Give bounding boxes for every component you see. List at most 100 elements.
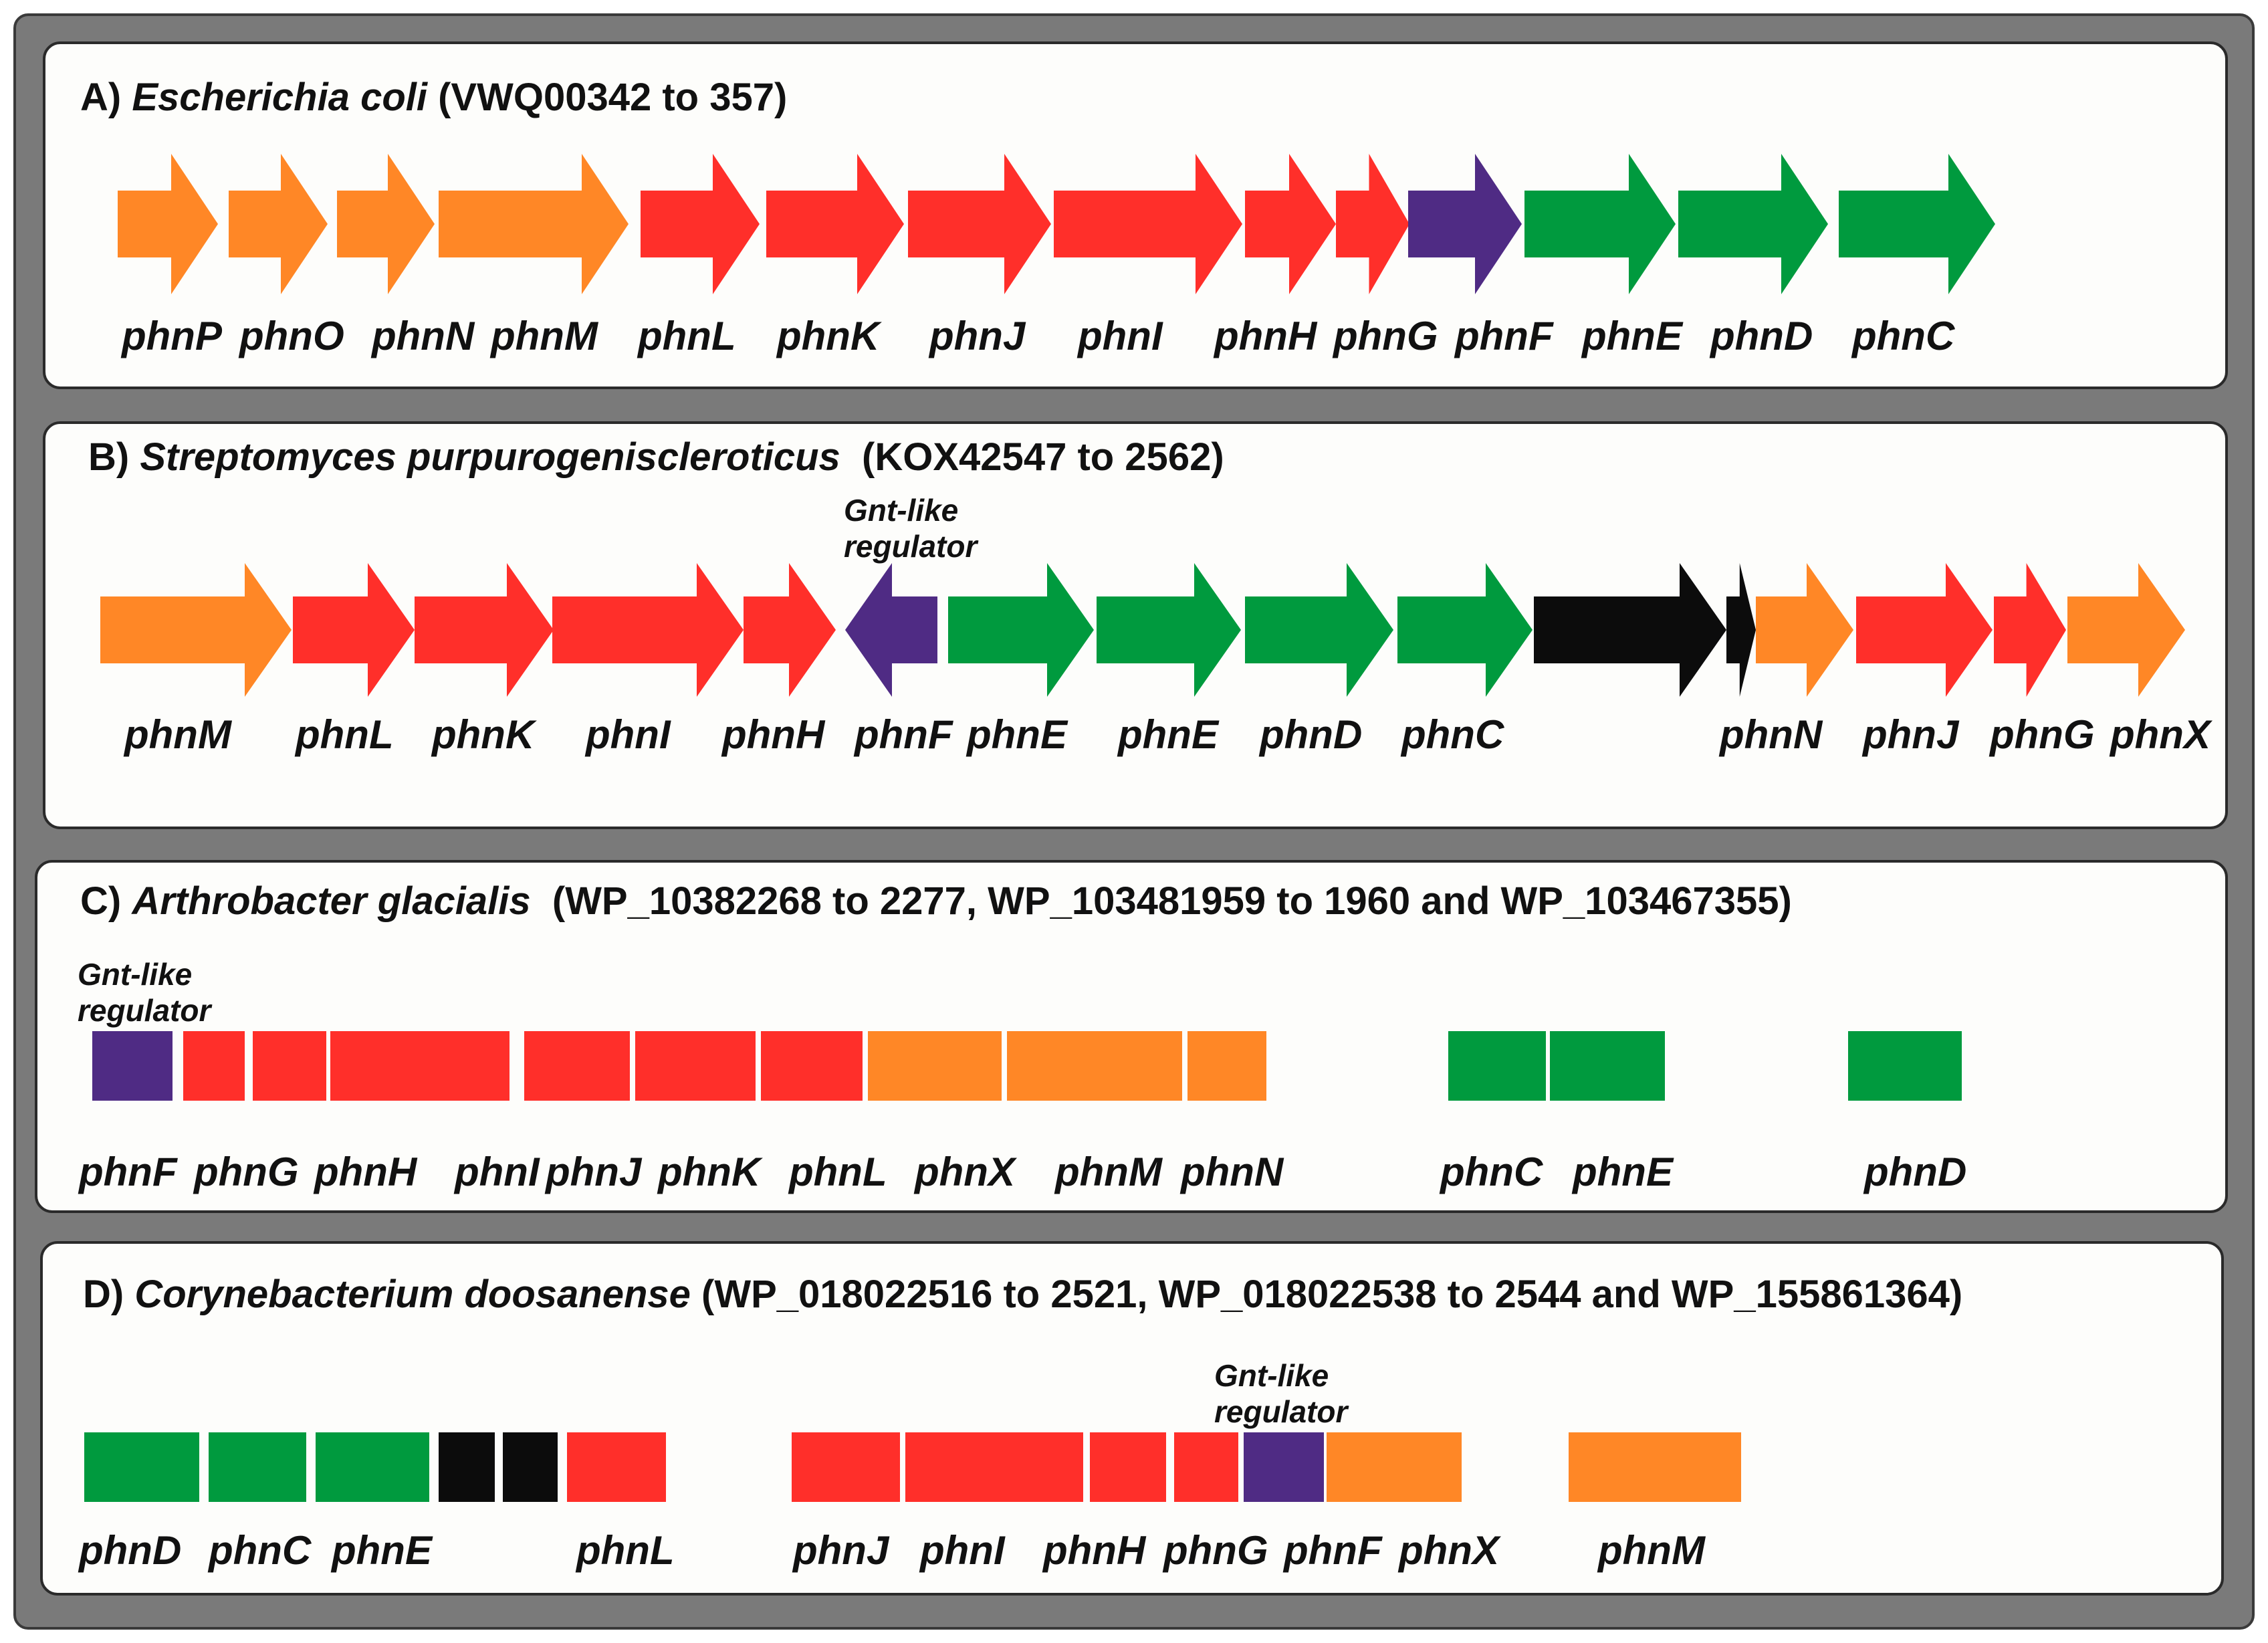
gene-label-d-phng: phnG <box>1163 1528 1268 1573</box>
regulator-note-line: regulator <box>78 993 211 1028</box>
gene-d-unknown-3 <box>439 1432 495 1502</box>
gene-a-phnc-13 <box>1839 154 1995 294</box>
gene-c-phnf-0 <box>92 1031 173 1101</box>
gene-b-phnd-8 <box>1245 563 1393 697</box>
panel-c-organism: Arthrobacter glacialis <box>132 879 531 923</box>
gene-b-phnm-0 <box>100 563 292 697</box>
gene-label-a-phnn: phnN <box>372 314 475 358</box>
panel-c-title: C) Arthrobacter glacialis (WP_10382268 t… <box>80 879 1792 923</box>
gene-d-phnf-10 <box>1244 1432 1324 1502</box>
gene-label-c-phnf: phnF <box>79 1149 177 1194</box>
gene-label-a-phnd: phnD <box>1710 314 1813 358</box>
gene-label-a-phnl: phnL <box>638 314 736 358</box>
gene-b-phnk-2 <box>415 563 554 697</box>
gene-label-c-phnn: phnN <box>1181 1149 1284 1194</box>
regulator-note-line: Gnt-like <box>844 493 959 528</box>
gene-c-phnm-8 <box>1007 1031 1182 1101</box>
gene-a-phno-1 <box>229 154 328 294</box>
gene-label-d-phnl: phnL <box>576 1528 675 1573</box>
gene-b-phnn-12 <box>1756 563 1853 697</box>
gene-label-b-phnd: phnD <box>1260 712 1363 757</box>
panel-c-accession: (WP_10382268 to 2277, WP_103481959 to 19… <box>552 879 1792 923</box>
gene-c-phnk-5 <box>635 1031 756 1101</box>
gene-b-phnh-4 <box>744 563 836 697</box>
gene-a-phnm-3 <box>439 154 629 294</box>
gene-label-d-phnc: phnC <box>209 1528 312 1573</box>
gene-label-a-phnk: phnK <box>777 314 880 358</box>
gene-c-phnh-2 <box>253 1031 326 1101</box>
gene-d-phnx-11 <box>1327 1432 1462 1502</box>
gene-label-a-phnp: phnP <box>122 314 222 358</box>
gene-d-phni-7 <box>905 1432 1083 1502</box>
gene-label-d-phne: phnE <box>332 1528 432 1573</box>
gene-label-c-phnc: phnC <box>1440 1149 1543 1194</box>
gene-label-a-phng: phnG <box>1333 314 1438 358</box>
gene-a-phnn-2 <box>337 154 435 294</box>
gene-label-c-phne: phnE <box>1573 1149 1673 1194</box>
gene-label-c-phnh: phnH <box>314 1149 417 1194</box>
gene-label-a-phnm: phnM <box>491 314 598 358</box>
gene-label-b-phnc: phnC <box>1401 712 1504 757</box>
gene-label-d-phnd: phnD <box>79 1528 182 1573</box>
gene-label-d-phnf: phnF <box>1284 1528 1382 1573</box>
gene-a-phnj-6 <box>908 154 1051 294</box>
gene-a-phnh-8 <box>1245 154 1336 294</box>
gene-c-phnc-10 <box>1448 1031 1546 1101</box>
gene-c-phne-11 <box>1550 1031 1665 1101</box>
gene-c-phnx-7 <box>868 1031 1002 1101</box>
gene-label-c-phnm: phnM <box>1055 1149 1162 1194</box>
gene-label-b-phnn: phnN <box>1720 712 1823 757</box>
gene-d-phnm-12 <box>1569 1432 1741 1502</box>
panel-d: D) Corynebacterium doosanense (WP_018022… <box>40 1241 2224 1596</box>
gene-label-d-phnm: phnM <box>1598 1528 1705 1573</box>
gene-label-b-phne: phnE <box>1118 712 1218 757</box>
panel-d-accession: (WP_018022516 to 2521, WP_018022538 to 2… <box>701 1273 1963 1316</box>
gene-d-phnj-6 <box>792 1432 900 1502</box>
gene-label-b-phng: phnG <box>1990 712 2095 757</box>
gene-label-c-phnk: phnK <box>658 1149 761 1194</box>
gene-label-a-phnh: phnH <box>1214 314 1317 358</box>
gene-a-phnk-5 <box>766 154 904 294</box>
panel-b-letter: B) <box>88 435 130 479</box>
gene-d-phne-2 <box>316 1432 429 1502</box>
gene-label-d-phni: phnI <box>920 1528 1005 1573</box>
gene-d-phng-9 <box>1174 1432 1238 1502</box>
gene-c-phni-3 <box>330 1031 509 1101</box>
gene-label-a-phne: phnE <box>1582 314 1682 358</box>
gene-label-b-phnj: phnJ <box>1863 712 1959 757</box>
panel-b-accession: (KOX42547 to 2562) <box>862 435 1224 479</box>
panel-b-organism: Streptomyces purpurogeniscleroticus <box>140 435 840 479</box>
gene-label-c-phnx: phnX <box>915 1149 1015 1194</box>
gene-b-phnc-9 <box>1397 563 1533 697</box>
gene-a-phnd-12 <box>1678 154 1828 294</box>
regulator-note-line: regulator <box>844 529 978 564</box>
gene-b-phni-3 <box>552 563 744 697</box>
panel-a-title: A) Escherichia coli (VWQ00342 to 357) <box>80 75 787 120</box>
gene-a-phng-9 <box>1336 154 1409 294</box>
gene-a-phnf-10 <box>1408 154 1522 294</box>
gene-label-b-phnh: phnH <box>722 712 825 757</box>
panel-d-organism: Corynebacterium doosanense <box>134 1273 691 1316</box>
panel-c-letter: C) <box>80 879 122 923</box>
gene-label-a-phno: phnO <box>239 314 344 358</box>
gene-label-a-phni: phnI <box>1078 314 1163 358</box>
panel-b-title: B) Streptomyces purpurogeniscleroticus (… <box>88 435 1224 479</box>
gene-label-c-phng: phnG <box>194 1149 299 1194</box>
gene-c-phng-1 <box>183 1031 245 1101</box>
gene-a-phnl-4 <box>641 154 760 294</box>
gene-label-d-phnh: phnH <box>1043 1528 1146 1573</box>
gene-b-unknown-10 <box>1534 563 1726 697</box>
gene-label-b-phnk: phnK <box>432 712 535 757</box>
gene-label-c-phnj: phnJ <box>546 1149 642 1194</box>
panel-d-letter: D) <box>83 1273 124 1316</box>
gene-label-d-phnx: phnX <box>1399 1528 1499 1573</box>
gene-b-phng-14 <box>1994 563 2066 697</box>
gene-a-phne-11 <box>1524 154 1676 294</box>
gene-label-a-phnc: phnC <box>1852 314 1955 358</box>
gene-b-phne-6 <box>948 563 1094 697</box>
gene-label-b-phnf: phnF <box>855 712 953 757</box>
gene-b-phnx-15 <box>2067 563 2185 697</box>
